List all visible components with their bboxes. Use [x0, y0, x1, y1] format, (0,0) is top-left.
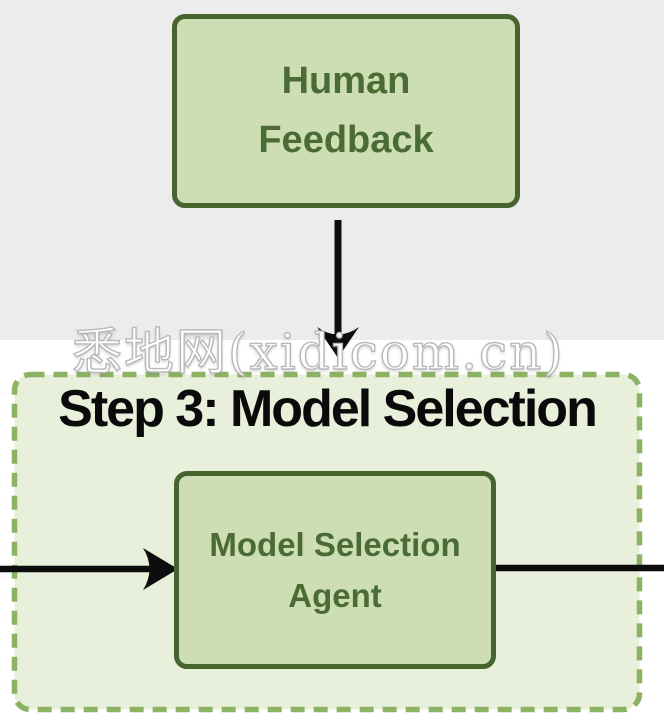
human-feedback-label: Human Feedback [258, 60, 434, 161]
human-feedback-node: Human Feedback [172, 14, 520, 208]
model-selection-agent-node: Model Selection Agent [174, 471, 496, 669]
model-selection-agent-label: Model Selection Agent [209, 525, 461, 614]
arrow-human-feedback-down-head [317, 327, 359, 358]
arrow-into-agent-head [143, 548, 178, 590]
step-container-title: Step 3: Model Selection [58, 380, 598, 438]
